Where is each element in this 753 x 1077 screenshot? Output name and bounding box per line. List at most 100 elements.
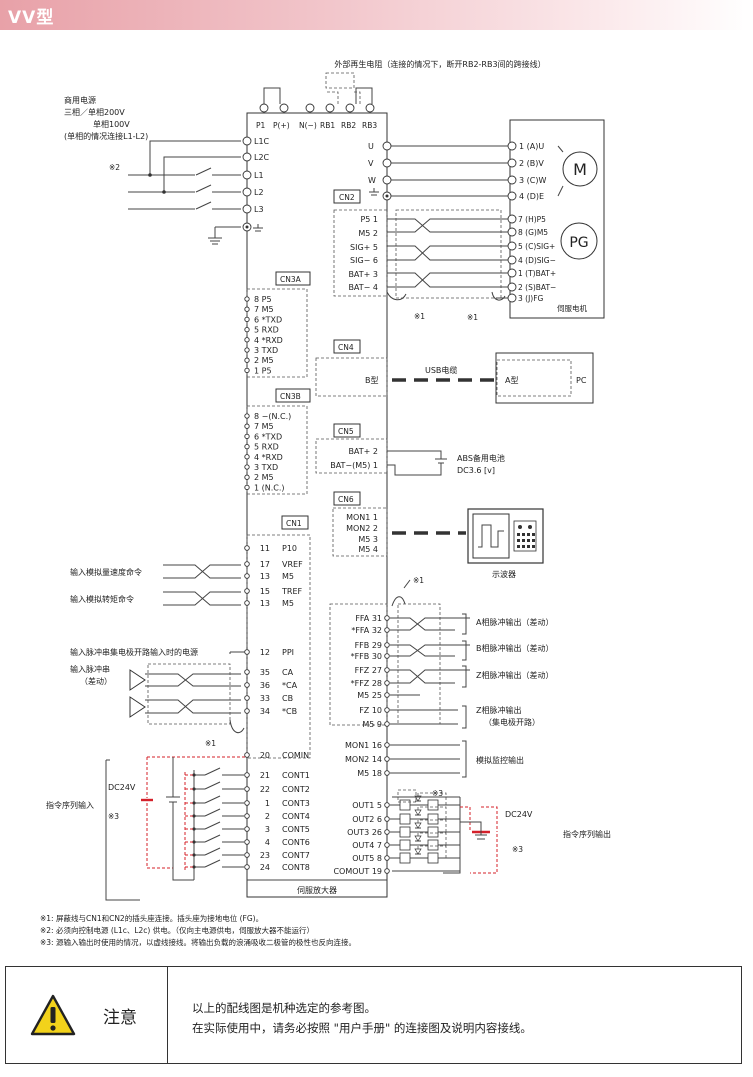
cn3b-pin: 8 −(N.C.) [254, 412, 291, 421]
a-pulse-label: A相脉冲输出（差动） [476, 617, 553, 627]
footnote-2: ※2: 必须向控制电源 (L1c、L2c) 供电。（仅向主电源供电，伺服放大器不… [40, 926, 314, 935]
cn1-pin-name: CONT8 [282, 863, 310, 872]
cn4-tag [333, 339, 361, 354]
cn3a-pin-terminal [244, 306, 250, 312]
cn1-tag [281, 515, 309, 530]
cn5-connector [315, 438, 388, 474]
motor-m-icon [562, 151, 598, 187]
cn3a-connector [246, 288, 308, 378]
cn3b-connector [246, 405, 308, 495]
cn1-pin-number: 23 [260, 851, 270, 860]
cn1-pin-name: CONT2 [282, 785, 310, 794]
cn4-label: CN4 [338, 343, 354, 352]
terminal-rb2: RB2 [341, 121, 356, 130]
cn2-tag [333, 189, 361, 204]
cn1-left-pin-terminal [244, 813, 250, 819]
cn1-pin-number: 2 [265, 812, 270, 821]
cn1-pin-name: *CB [282, 707, 297, 716]
power-source-line1: 商用电源 [64, 95, 96, 105]
cn1-right-pin-terminal [384, 770, 390, 776]
cn3a-pin-terminal [244, 296, 250, 302]
cn3b-pin: 4 *RXD [254, 453, 283, 462]
cn1-right-pin: *FFZ 28 [351, 679, 382, 688]
cn3a-pin-terminal [244, 326, 250, 333]
oscilloscope-label: 示波器 [492, 569, 516, 579]
cn1-left-pin-terminal [244, 839, 250, 845]
regen-resistor [325, 72, 355, 89]
sequence-output-circuits [390, 789, 460, 872]
cn1-left-pin-terminal [244, 752, 250, 758]
cn1-pin-number: 1 [265, 799, 270, 808]
cn1-pin-number: 11 [260, 544, 270, 553]
monitor-label: 模拟监控输出 [476, 755, 524, 765]
cn2-label: CN2 [339, 193, 355, 202]
cn1-right-pin: OUT5 8 [352, 854, 382, 863]
cn1-right-pin: FFZ 27 [355, 666, 382, 675]
cn1-right-pin: MON1 16 [345, 741, 382, 750]
pc-a-type: A型 [505, 376, 518, 385]
cn1-right-pin: FFA 31 [355, 614, 382, 623]
cn1-pin-name: VREF [282, 560, 303, 569]
cn3b-pin-terminal [244, 474, 250, 480]
caution-header: 注意 [6, 967, 168, 1063]
cn3b-pin: 5 RXD [254, 443, 279, 452]
terminal-w: W [368, 176, 376, 185]
terminal-l1c: L1C [254, 137, 270, 146]
cn2-connector [333, 209, 388, 297]
b-pulse-label: B相脉冲输出（差动） [476, 643, 554, 653]
cn1-right-shield-mark: ※1 [413, 576, 424, 585]
cn1-right-pin-terminal [384, 615, 390, 621]
encoder-term-sign: 4 (D)SIG− [518, 256, 556, 265]
cn3a-pin: 6 *TXD [254, 315, 282, 324]
caution-message: 以上的配线图是机种选定的参考图。 在实际使用中，请务必按照 "用户手册" 的连接… [192, 998, 532, 1038]
cn5-pin-batp: BAT+ 2 [348, 447, 378, 456]
cn3a-pin-terminal [244, 357, 250, 363]
cn1-pin-name: CONT5 [282, 825, 310, 834]
cn1-right-pin: *FFB 30 [351, 652, 382, 661]
cn4-connector [315, 357, 388, 397]
cn1-left-pin-terminal [244, 864, 250, 870]
caution-label: 注意 [103, 1008, 137, 1028]
terminal-l1: L1 [254, 171, 264, 180]
cn2-pin-p5: P5 1 [360, 215, 378, 224]
cn6-pin-m5a: M5 3 [358, 535, 378, 544]
cn1-right-pin-terminal [384, 842, 390, 848]
cn1-pin-number: 15 [260, 587, 270, 596]
cn1-pin-number: 17 [260, 560, 270, 569]
cn1-right-pin-terminal [384, 868, 390, 874]
pulse-in-diff-label: （差动） [80, 676, 112, 686]
cn1-left-pin-terminal [244, 852, 250, 858]
cn3a-pin-terminal [244, 337, 250, 343]
cn2-pin-sigp: SIG+ 5 [350, 243, 378, 252]
encoder-pg-icon [560, 222, 598, 260]
cn1-pin-name: COMIN [282, 751, 309, 760]
cn1-right-pin-terminal [384, 680, 390, 686]
power-terminals [259, 103, 375, 113]
cn1-left-pin-terminal [244, 786, 250, 792]
cn1-pin-number: 33 [260, 694, 270, 703]
warning-icon [30, 994, 76, 1036]
cn3a-pin: 7 M5 [254, 305, 274, 314]
servo-amplifier-box [246, 112, 388, 898]
z-oc-label: Z相脉冲输出 [476, 705, 521, 715]
sequence-output-supply [392, 796, 498, 874]
cn1-right-pin: OUT3 26 [347, 828, 382, 837]
cn3b-pin: 1 (N.C.) [254, 483, 285, 492]
power-source-line3: 单相100V [93, 119, 130, 129]
cn3b-pin-terminal [244, 464, 250, 470]
cn1-right-pin: *FFA 32 [351, 626, 382, 635]
cn1-pin-number: 21 [260, 771, 270, 780]
cn5-pin-batn: BAT−(M5) 1 [330, 461, 378, 470]
cn1-pin-name: M5 [282, 572, 294, 581]
pc-label: PC [576, 376, 587, 385]
encoder-term-batp: 1 (T)BAT+ [518, 269, 556, 278]
seq-out-diode-mark3: ※3 [432, 789, 443, 798]
header-bar: VV型 [0, 0, 753, 30]
cn5-label: CN5 [338, 427, 354, 436]
cn1-right-pin: COMOUT 19 [333, 867, 382, 876]
cn1-left-pin-terminal [244, 826, 250, 832]
cn1-pin-number: 20 [260, 751, 270, 760]
motor-wires [369, 141, 508, 201]
cn3a-pin: 4 *RXD [254, 336, 283, 345]
battery-label: ABS备用电池 [457, 453, 505, 463]
